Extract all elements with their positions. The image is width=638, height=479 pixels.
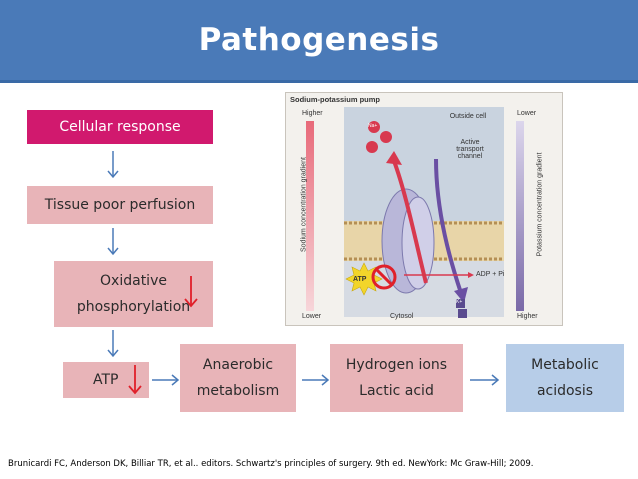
anaerobic-box: Anaerobic metabolism [180, 344, 296, 412]
potassium-gradient-bar [516, 121, 524, 311]
hydrogen-label-2: Lactic acid [359, 383, 434, 399]
red-down-arrow-atp [128, 365, 142, 395]
right-axis-label: Potassium concentration gradient [536, 152, 544, 257]
atp-label: ATP [93, 372, 119, 388]
anaerobic-label-2: metabolism [196, 383, 280, 399]
arrow-right-1 [152, 374, 180, 386]
sodium-potassium-pump-figure: Sodium-potassium pump [285, 92, 563, 326]
left-axis-label: Sodium concentration gradient [300, 157, 308, 252]
oxidative-label-1: Oxidative [100, 273, 167, 289]
anaerobic-label-1: Anaerobic [202, 357, 274, 373]
outside-cell-label: Outside cell [449, 113, 487, 120]
oxidative-label-2: phosphorylation [76, 299, 191, 315]
cytosol-label: Cytosol [390, 313, 414, 320]
hydrogen-box: Hydrogen ions Lactic acid [330, 344, 463, 412]
potassium-ion-label: K+ [456, 299, 463, 305]
atp-label-figure: ATP [353, 276, 367, 283]
right-top-label: Lower [517, 110, 537, 117]
metabolic-acidosis-box: Metabolic acidosis [506, 344, 624, 412]
figure-title: Sodium-potassium pump [290, 95, 380, 104]
sodium-flow-arrow [392, 160, 428, 284]
adp-label: ADP + Pi [476, 271, 505, 278]
arrow-down-2 [107, 228, 119, 256]
channel-label: Active transport channel [456, 139, 484, 160]
cellular-response-box: Cellular response [27, 110, 213, 144]
left-top-label: Higher [302, 110, 323, 117]
page-title: Pathogenesis [198, 22, 440, 58]
metabolic-label-2: acidosis [536, 383, 594, 399]
left-bottom-label: Lower [302, 313, 322, 320]
cellular-response-label: Cellular response [59, 119, 181, 135]
arrow-right-2 [302, 374, 330, 386]
sodium-ion-label: Na+ [368, 123, 378, 129]
right-bottom-label: Higher [517, 313, 538, 320]
title-bar: Pathogenesis [0, 0, 638, 83]
metabolic-label-1: Metabolic [531, 357, 599, 373]
arrow-down-3 [107, 330, 119, 358]
blocked-sign [371, 264, 397, 290]
tissue-perfusion-label: Tissue poor perfusion [44, 197, 196, 213]
sodium-gradient-bar [306, 121, 314, 311]
citation: Brunicardi FC, Anderson DK, Billiar TR, … [8, 459, 534, 469]
oxidative-box: Oxidative phosphorylation [54, 261, 213, 327]
tissue-perfusion-box: Tissue poor perfusion [27, 186, 213, 224]
red-down-arrow-oxidative [184, 276, 198, 308]
hydrogen-label-1: Hydrogen ions [345, 357, 448, 373]
arrow-right-3 [470, 374, 500, 386]
arrow-down-1 [107, 151, 119, 179]
potassium-flow-arrow [434, 158, 463, 294]
pump-illustration [306, 107, 524, 318]
